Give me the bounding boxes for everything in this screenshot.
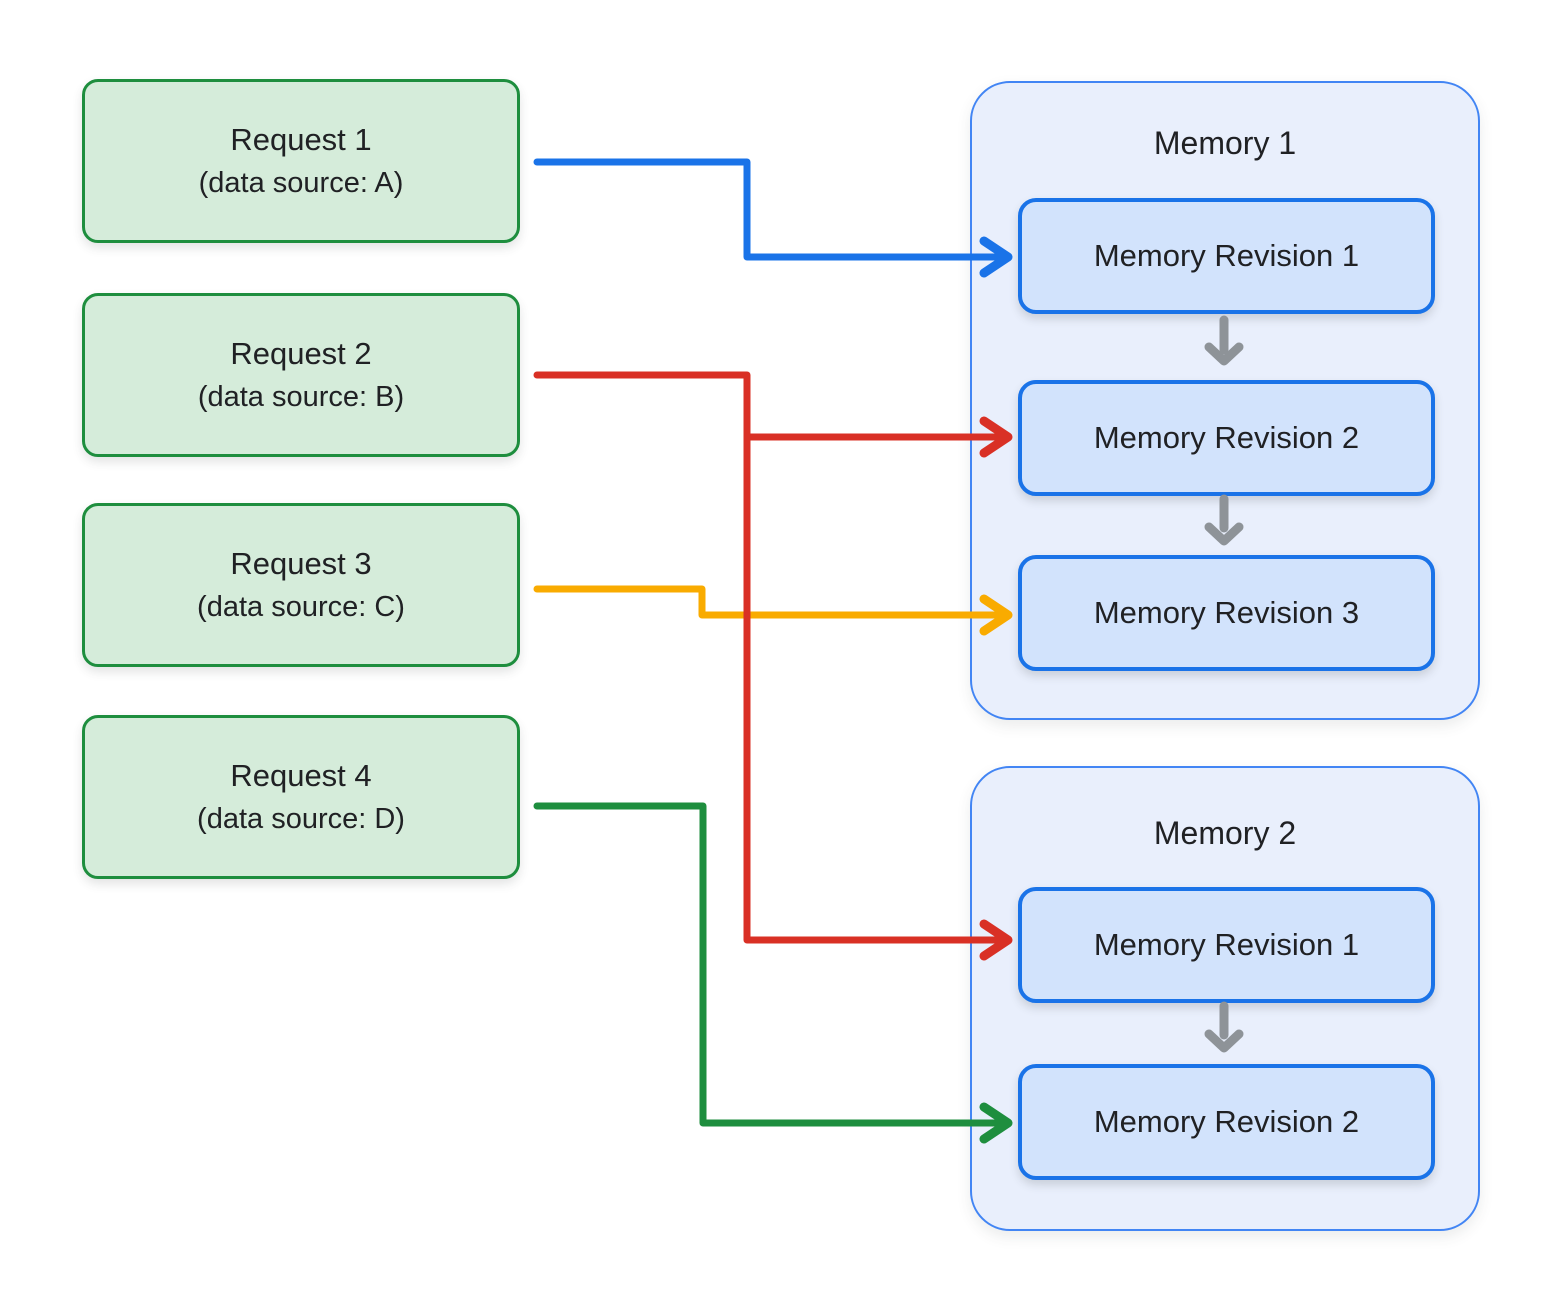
memory-2-revision-2-box: Memory Revision 2: [1018, 1064, 1435, 1180]
request-2-sublabel: (data source: B): [197, 380, 405, 413]
request-4-sublabel: (data source: D): [197, 802, 405, 835]
memory-1-revision-2-box: Memory Revision 2: [1018, 380, 1435, 496]
memory-1-container: Memory 1 Memory Revision 1 Memory Revisi…: [970, 81, 1480, 720]
request-2-label: Request 2: [230, 335, 372, 371]
request-3-box: Request 3 (data source: C): [82, 503, 520, 667]
request-3-label: Request 3: [230, 545, 372, 581]
memory-1-revision-1-label: Memory Revision 1: [1093, 238, 1360, 273]
memory-1-revision-3-label: Memory Revision 3: [1093, 595, 1360, 630]
arrow-request2-to-memory-revisions-icon: [533, 371, 1013, 961]
memory-2-container: Memory 2 Memory Revision 1 Memory Revisi…: [970, 766, 1480, 1231]
memory-2-revision-1-box: Memory Revision 1: [1018, 887, 1435, 1003]
request-4-label: Request 4: [230, 757, 372, 793]
memory-2-title: Memory 2: [1153, 815, 1297, 851]
arrow-request3-to-memory1-revision3-icon: [533, 585, 1013, 636]
request-2-box: Request 2 (data source: B): [82, 293, 520, 457]
request-3-sublabel: (data source: C): [197, 590, 405, 623]
memory-1-revision-3-box: Memory Revision 3: [1018, 555, 1435, 671]
request-1-sublabel: (data source: A): [198, 166, 404, 199]
request-1-label: Request 1: [230, 121, 372, 157]
request-4-box: Request 4 (data source: D): [82, 715, 520, 879]
memory-1-revision-2-label: Memory Revision 2: [1093, 420, 1360, 455]
arrow-request4-to-memory2-revision2-icon: [533, 802, 1013, 1144]
memory-2-revision-2-label: Memory Revision 2: [1093, 1104, 1360, 1139]
memory-1-revision-1-box: Memory Revision 1: [1018, 198, 1435, 314]
memory-1-title: Memory 1: [1153, 125, 1297, 161]
request-1-box: Request 1 (data source: A): [82, 79, 520, 243]
memory-2-revision-1-label: Memory Revision 1: [1093, 927, 1360, 962]
arrow-request1-to-memory1-revision1-icon: [533, 158, 1013, 278]
